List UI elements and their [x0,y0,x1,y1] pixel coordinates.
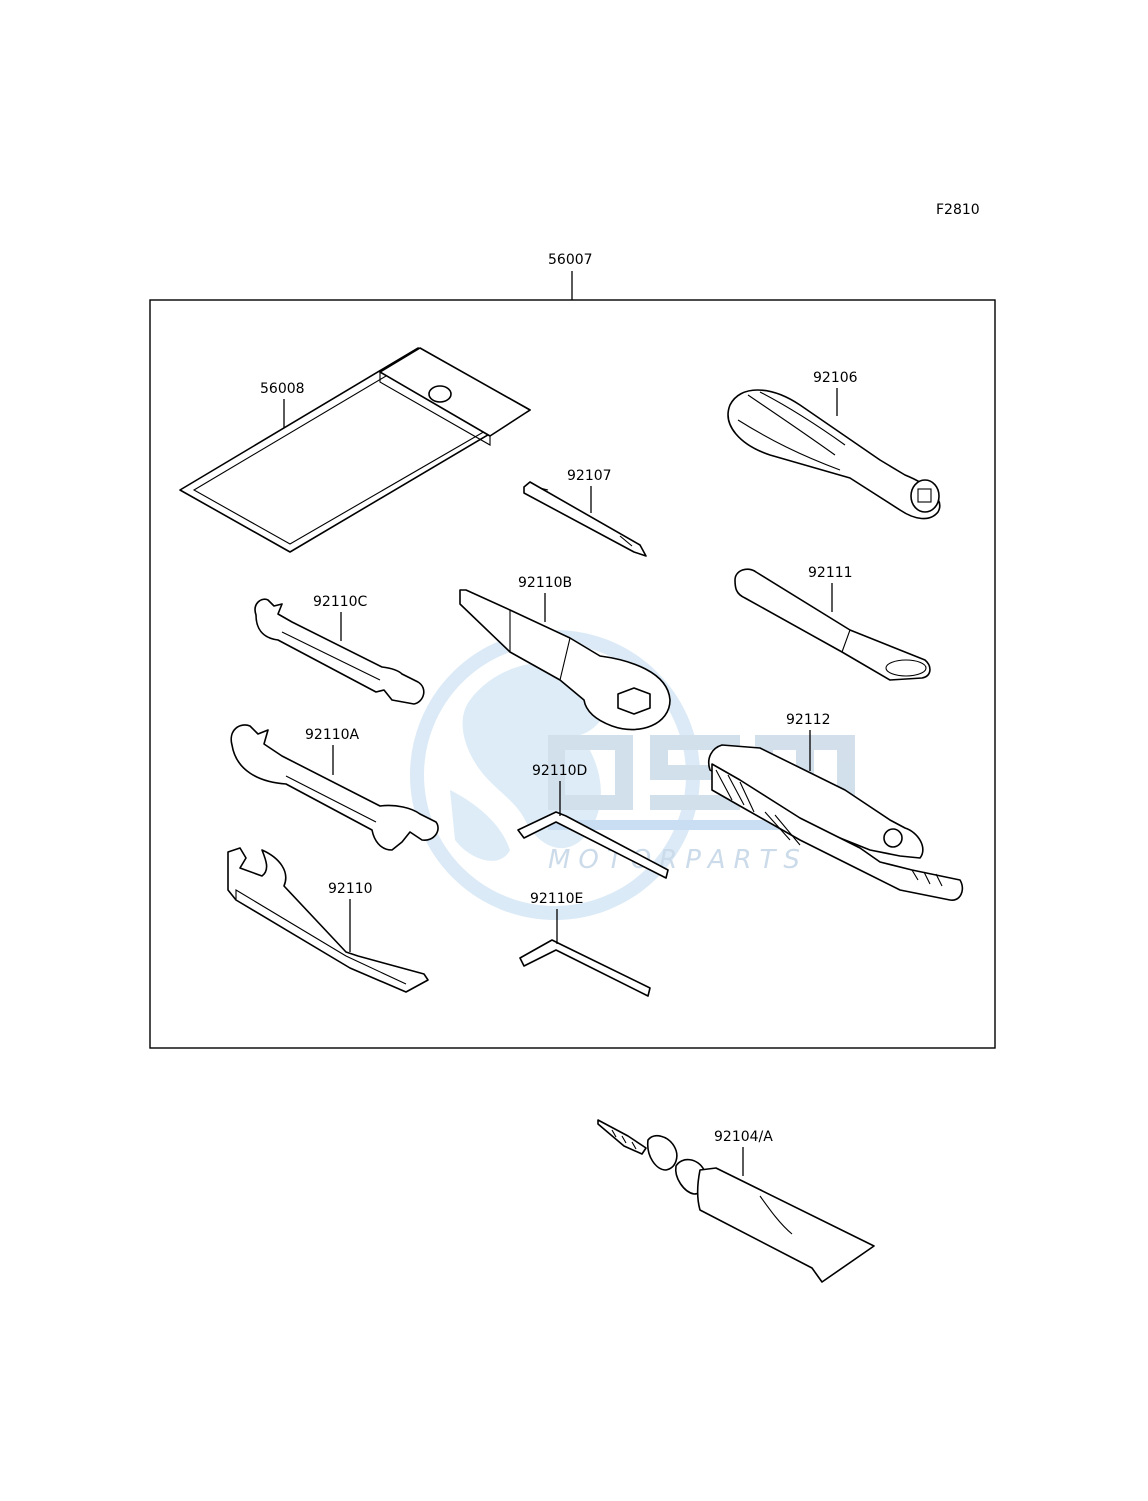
label-92112: 92112 [786,712,831,728]
assembly-label: 56007 [548,252,593,268]
extension-tube-92111[interactable] [734,568,931,681]
hex-key-92110D[interactable] [517,811,669,879]
label-56008: 56008 [260,381,305,397]
label-92110C: 92110C [313,594,368,610]
open-wrench-92110C[interactable] [254,598,425,705]
label-92110E: 92110E [530,891,583,907]
label-92111: 92111 [808,565,853,581]
spanner-92110[interactable] [227,847,429,993]
valve-tool-and-tube-92104A[interactable] [597,1119,875,1283]
hex-key-92110E[interactable] [519,939,651,997]
label-92107: 92107 [567,468,612,484]
screwdriver-bit-92107[interactable] [523,481,647,557]
toolkit-frame [149,299,996,1049]
open-wrench-92110A[interactable] [230,724,439,851]
label-92110D: 92110D [532,763,587,779]
tool-pouch-56008[interactable] [179,347,531,553]
label-92110: 92110 [328,881,373,897]
watermark-text: MOTORPARTS [548,845,808,875]
screwdriver-handle-92106[interactable] [727,389,941,520]
pliers-92112[interactable] [707,744,964,901]
label-92110A: 92110A [305,727,360,743]
label-92106: 92106 [813,370,858,386]
box-wrench-92110B[interactable] [459,589,671,731]
label-92110B: 92110B [518,575,572,591]
figure-code: F2810 [936,202,980,218]
label-92104A: 92104/A [714,1129,773,1145]
